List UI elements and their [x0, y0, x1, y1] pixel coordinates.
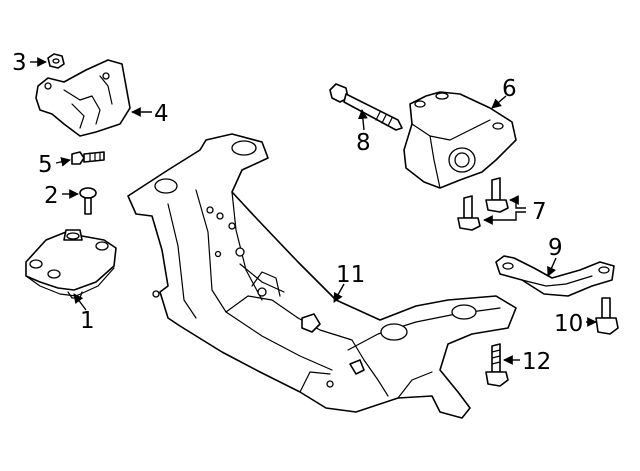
callout-3: 3	[12, 50, 27, 76]
mount-bolt-small	[79, 187, 97, 215]
callout-12: 12	[522, 349, 551, 375]
callout-2: 2	[44, 183, 59, 209]
long-through-bolt	[329, 83, 403, 131]
frame-bolt	[485, 343, 509, 387]
callout-7: 7	[532, 199, 547, 225]
leader-lines	[30, 57, 597, 365]
callout-8: 8	[356, 130, 371, 156]
mount-bolts-pair	[457, 177, 509, 231]
support-strap	[495, 255, 615, 297]
callout-10: 10	[554, 311, 583, 337]
bracket-bolt	[71, 151, 105, 165]
callout-9: 9	[548, 235, 563, 261]
mount-bracket	[35, 59, 131, 137]
callout-11: 11	[336, 262, 365, 288]
transmission-mount-right	[403, 91, 517, 189]
strap-bolt	[595, 297, 619, 335]
callout-5: 5	[38, 152, 53, 178]
callout-4: 4	[154, 101, 169, 127]
callout-labels: 1 2 3 4 5 6 7 8 9 10 11 12	[12, 50, 583, 375]
callout-1: 1	[80, 308, 95, 334]
subframe-crossmember	[127, 133, 517, 419]
mount-nut	[47, 53, 65, 69]
engine-mount-left	[25, 229, 117, 299]
callout-6: 6	[502, 76, 517, 102]
